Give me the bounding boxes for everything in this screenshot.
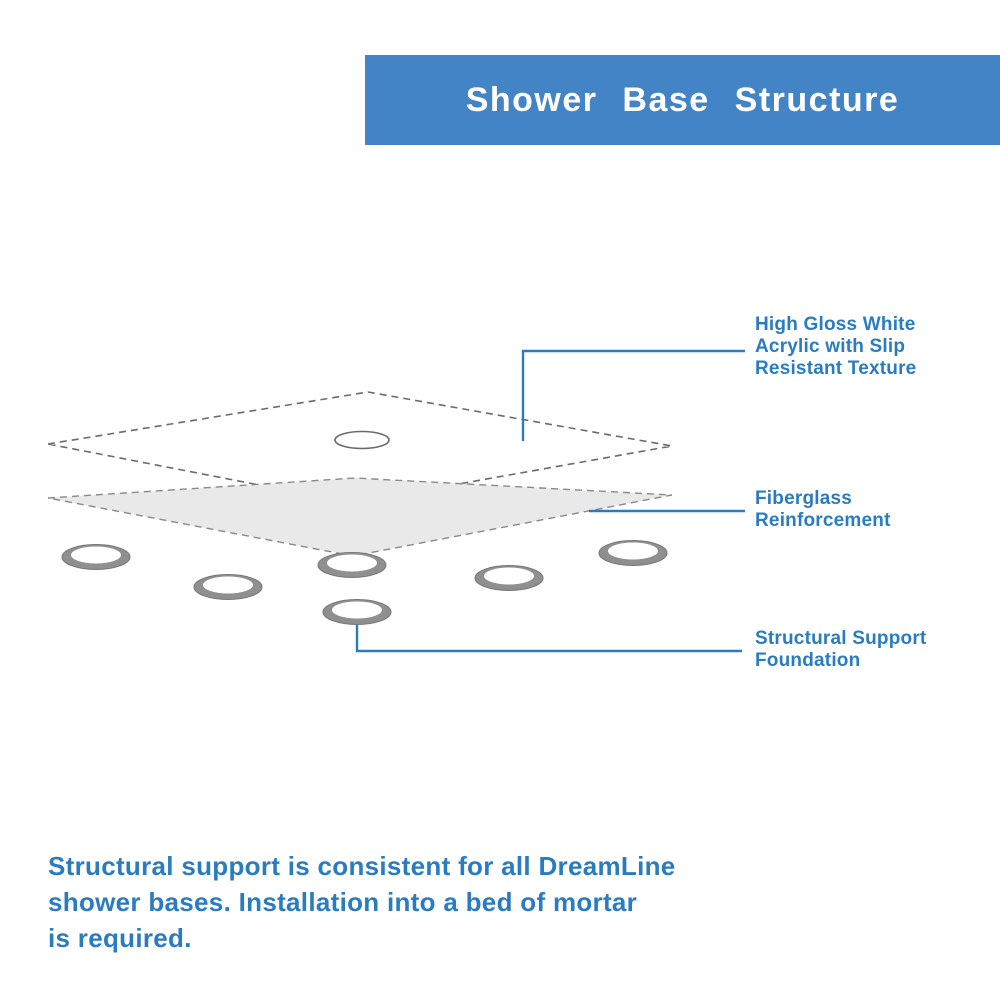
fiberglass-layer (47, 477, 673, 557)
support-ring (61, 544, 131, 570)
label-fiberglass-line1: Fiberglass (755, 488, 853, 509)
label-fiberglass: Fiberglass Reinforcement (755, 488, 891, 532)
acrylic-connector-line (521, 349, 745, 441)
title-banner: Shower Base Structure (365, 55, 1000, 145)
support-ring (317, 552, 387, 578)
drain-hole (334, 430, 390, 450)
label-acrylic-line2: Acrylic with Slip (755, 336, 906, 357)
label-foundation: Structural Support Foundation (755, 628, 926, 672)
support-ring (322, 599, 392, 625)
label-acrylic-line1: High Gloss White (755, 314, 916, 335)
footer-note: Structural support is consistent for all… (48, 848, 676, 956)
label-acrylic-line3: Resistant Texture (755, 358, 917, 379)
support-ring (193, 574, 263, 600)
label-foundation-line1: Structural Support (755, 628, 927, 649)
label-foundation-line2: Foundation (755, 650, 861, 671)
label-fiberglass-line2: Reinforcement (755, 510, 891, 531)
footer-line3: is required. (48, 923, 192, 953)
support-ring (474, 565, 544, 591)
acrylic-layer-outline (47, 391, 673, 504)
label-acrylic: High Gloss White Acrylic with Slip Resis… (755, 314, 916, 380)
page-title: Shower Base Structure (465, 80, 900, 119)
foundation-connector-line (355, 625, 742, 653)
support-ring (598, 540, 668, 566)
footer-line2: shower bases. Installation into a bed of… (48, 887, 638, 917)
footer-line1: Structural support is consistent for all… (48, 851, 676, 881)
